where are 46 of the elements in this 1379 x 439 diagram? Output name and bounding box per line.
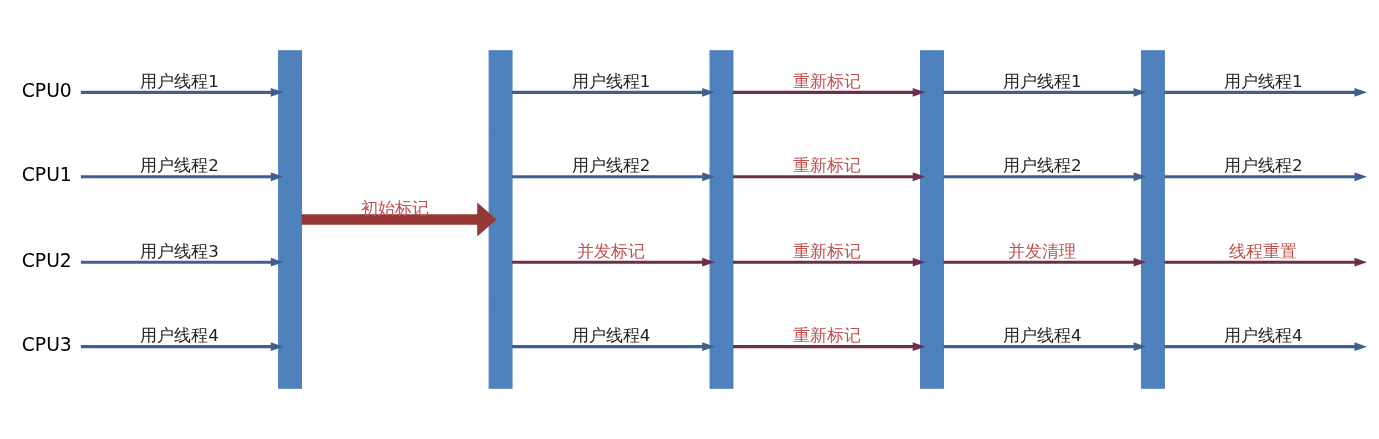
edge-label: 用户线程2: [1003, 156, 1082, 176]
arrow: [1164, 342, 1368, 352]
edge-label: 用户线程4: [1224, 326, 1303, 346]
edge-label: 用户线程4: [140, 326, 219, 346]
edge-label: 用户线程1: [1224, 71, 1303, 91]
arrow: [80, 87, 284, 97]
node-text: CPU2: [21, 249, 72, 271]
arrow: [512, 257, 715, 267]
arrow: [732, 342, 926, 352]
arrow: [301, 202, 497, 237]
arrow: [512, 172, 715, 182]
edge-label: 初始标记: [361, 199, 430, 219]
arrow: [732, 87, 926, 97]
arrow: [732, 257, 926, 267]
arrow: [80, 257, 284, 267]
arrow: [943, 87, 1147, 97]
arrow: [80, 172, 284, 182]
edge-label: 重新标记: [792, 156, 861, 176]
edge-label: 用户线程1: [571, 71, 651, 91]
node-text: CPU1: [21, 164, 72, 186]
edge-label: 线程重置: [1229, 241, 1298, 261]
arrow: [80, 342, 284, 352]
edge-label: 并发清理: [1008, 241, 1077, 261]
arrow: [943, 172, 1147, 182]
arrow: [943, 257, 1147, 267]
edge-label: 重新标记: [792, 326, 861, 346]
node-text: CPU0: [21, 79, 72, 101]
edge-label: 用户线程1: [1003, 71, 1082, 91]
edge-label: 用户线程4: [571, 326, 651, 346]
edge-label: 用户线程2: [571, 156, 651, 176]
edge-label: 用户线程1: [140, 71, 219, 91]
arrow: [1164, 172, 1368, 182]
arrow: [1164, 257, 1368, 267]
arrow: [943, 342, 1147, 352]
edge-label: 用户线程4: [1003, 326, 1082, 346]
edge-label: 用户线程2: [1224, 156, 1303, 176]
arrow: [512, 342, 715, 352]
arrow: [1164, 87, 1368, 97]
edge-label: 用户线程3: [140, 241, 219, 261]
edge-label: 并发标记: [577, 241, 646, 261]
edge-label: 用户线程2: [140, 156, 219, 176]
node-text: CPU3: [21, 334, 72, 356]
edge-label: 重新标记: [792, 241, 861, 261]
edge-label: 重新标记: [792, 71, 861, 91]
arrow: [512, 87, 715, 97]
arrow: [732, 172, 926, 182]
